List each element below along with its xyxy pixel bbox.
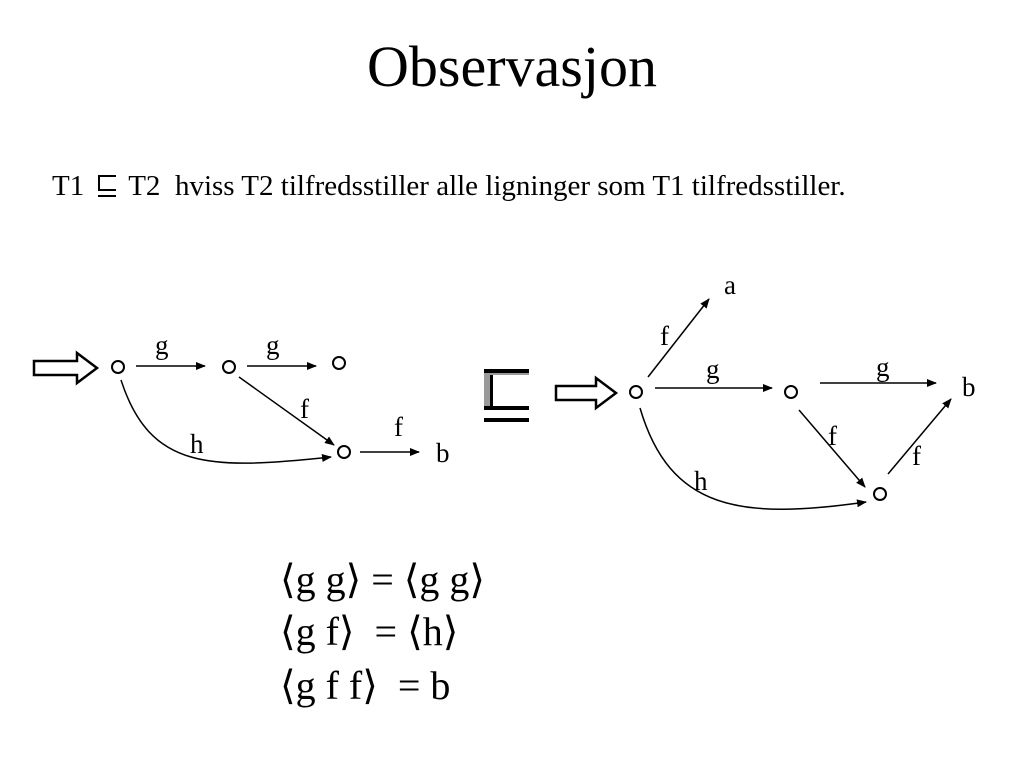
right-label-f-up: f (660, 321, 669, 351)
right-edge-h (639, 407, 867, 510)
right-label-f-up2: f (912, 441, 921, 471)
big-refinement-symbol (484, 369, 529, 422)
left-edge-f-diag (238, 376, 335, 446)
right-label-h: h (694, 466, 708, 496)
equation-1: ⟨g g⟩ = ⟨g g⟩ (280, 560, 485, 600)
right-start-arrow (554, 375, 619, 411)
left-label-f-diag: f (300, 394, 309, 424)
left-label-b: b (436, 438, 450, 468)
left-graph: g g f f h b (32, 330, 450, 468)
right-edge-f-up2 (887, 398, 952, 475)
left-label-f-out: f (394, 412, 403, 442)
left-node-2 (222, 360, 236, 374)
right-label-b: b (962, 372, 976, 402)
definition-text: hviss T2 tilfredsstiller alle ligninger … (174, 170, 846, 202)
equation-2-lhs: ⟨g f⟩ (280, 609, 355, 654)
left-label-h: h (190, 429, 204, 459)
slide-title: Observasjon (367, 34, 657, 99)
right-label-g1: g (706, 354, 720, 384)
definition-t2: T2 (128, 170, 161, 202)
equation-1-lhs: ⟨g g⟩ (280, 557, 362, 602)
left-edge-h (120, 379, 332, 464)
equation-1-rhs: ⟨g g⟩ (403, 557, 485, 602)
right-label-f-down: f (828, 421, 837, 451)
equation-3-op: = (397, 663, 421, 708)
left-node-4 (337, 445, 351, 459)
right-edge-f-down (798, 409, 866, 488)
right-label-a: a (724, 270, 736, 300)
right-node-3 (873, 487, 887, 501)
definition-t1: T1 (52, 170, 85, 202)
equation-3-lhs: ⟨g f f⟩ (280, 663, 378, 708)
right-node-2 (784, 385, 798, 399)
equation-3-rhs: b (430, 663, 451, 708)
equation-2-rhs: ⟨h⟩ (407, 609, 459, 654)
equation-2: ⟨g f⟩ = ⟨h⟩ (280, 612, 458, 652)
right-node-1 (629, 385, 643, 399)
equation-2-op: = (374, 609, 398, 654)
left-start-arrow (32, 350, 100, 386)
definition-line: T1 T2 hviss T2 tilfredsstiller alle ligni… (52, 172, 846, 201)
equation-1-op: = (371, 557, 394, 602)
left-label-g1: g (155, 330, 169, 360)
right-edge-f-up (647, 298, 710, 378)
left-node-3 (332, 356, 346, 370)
left-node-1 (111, 360, 125, 374)
right-graph: a f g g b f f h (554, 270, 976, 510)
square-subset-eq-symbol (96, 175, 118, 197)
right-label-g2: g (876, 352, 890, 382)
equation-3: ⟨g f f⟩ = b (280, 666, 450, 706)
left-label-g2: g (266, 330, 280, 360)
